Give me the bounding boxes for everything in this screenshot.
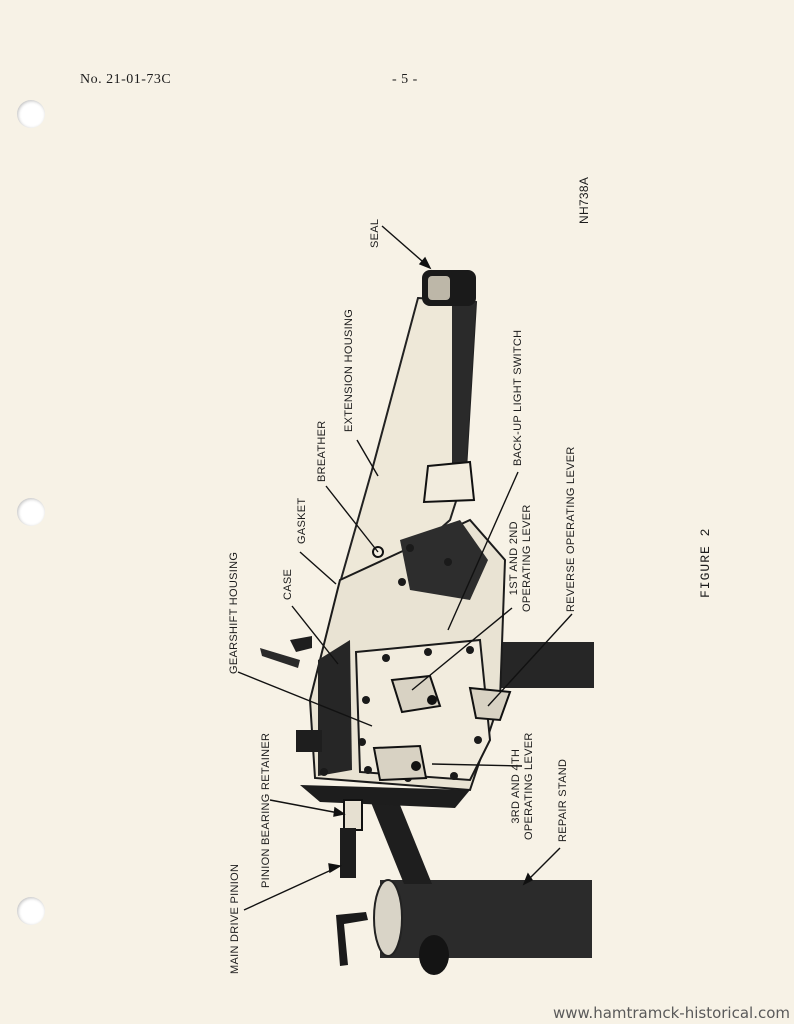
callout-third-fourth-operating-lever: 3RD AND 4TH OPERATING LEVER bbox=[510, 732, 536, 840]
callout-line: 1ST AND 2ND bbox=[508, 521, 520, 596]
watermark: www.hamtramck-historical.com bbox=[553, 1004, 790, 1022]
stand-upright bbox=[370, 800, 432, 884]
shift-rod bbox=[260, 648, 300, 668]
document-number: No. 21-01-73C bbox=[80, 72, 172, 87]
callout-first-second-operating-lever: 1ST AND 2ND OPERATING LEVER bbox=[508, 504, 534, 612]
callout-pinion-bearing-retainer: PINION BEARING RETAINER bbox=[260, 732, 272, 888]
top-cover-shadow bbox=[400, 520, 488, 600]
gearshift-housing-plate bbox=[354, 638, 492, 782]
stand-tube-end bbox=[373, 879, 403, 957]
callout-reverse-operating-lever: REVERSE OPERATING LEVER bbox=[565, 446, 577, 612]
page-number: - 5 - bbox=[392, 72, 418, 87]
backup-switch-bracket bbox=[422, 460, 476, 504]
extension-shadow bbox=[452, 302, 476, 500]
stand-knob bbox=[419, 935, 449, 975]
side-boss bbox=[296, 730, 322, 752]
binder-hole bbox=[17, 100, 45, 128]
callout-line: OPERATING LEVER bbox=[521, 504, 533, 612]
photo-code: NH738A bbox=[577, 176, 591, 224]
case-shadow bbox=[318, 640, 352, 776]
callout-gasket: GASKET bbox=[296, 497, 308, 544]
third-fourth-operating-lever bbox=[372, 744, 428, 782]
stand-crank-handle bbox=[336, 912, 368, 966]
mounting-plate bbox=[300, 785, 470, 808]
callout-breather: BREATHER bbox=[316, 420, 328, 482]
figure-label: FIGURE 2 bbox=[698, 527, 713, 598]
callout-extension-housing: EXTENSION HOUSING bbox=[343, 308, 355, 432]
seal-highlight bbox=[428, 276, 450, 300]
callout-backup-light-switch: BACK-UP LIGHT SWITCH bbox=[512, 329, 524, 466]
callout-gearshift-housing: GEARSHIFT HOUSING bbox=[228, 551, 240, 674]
callout-line: OPERATING LEVER bbox=[523, 732, 535, 840]
callout-line: 3RD AND 4TH bbox=[510, 748, 522, 824]
callout-case: CASE bbox=[282, 568, 294, 600]
main-drive-pinion-shaft bbox=[340, 828, 356, 878]
repair-stand-base-tube bbox=[380, 880, 592, 958]
repair-stand-upper-tube bbox=[490, 642, 594, 688]
callout-seal: SEAL bbox=[369, 218, 381, 248]
binder-hole bbox=[17, 498, 45, 526]
callout-text: REVERSE OPERATING LEVER bbox=[565, 446, 577, 612]
leader-lines bbox=[237, 225, 573, 911]
binder-hole bbox=[17, 897, 45, 925]
pinion-bearing-retainer-shape bbox=[343, 799, 363, 831]
callout-main-drive-pinion: MAIN DRIVE PINION bbox=[229, 863, 241, 974]
callout-repair-stand: REPAIR STAND bbox=[557, 758, 569, 842]
